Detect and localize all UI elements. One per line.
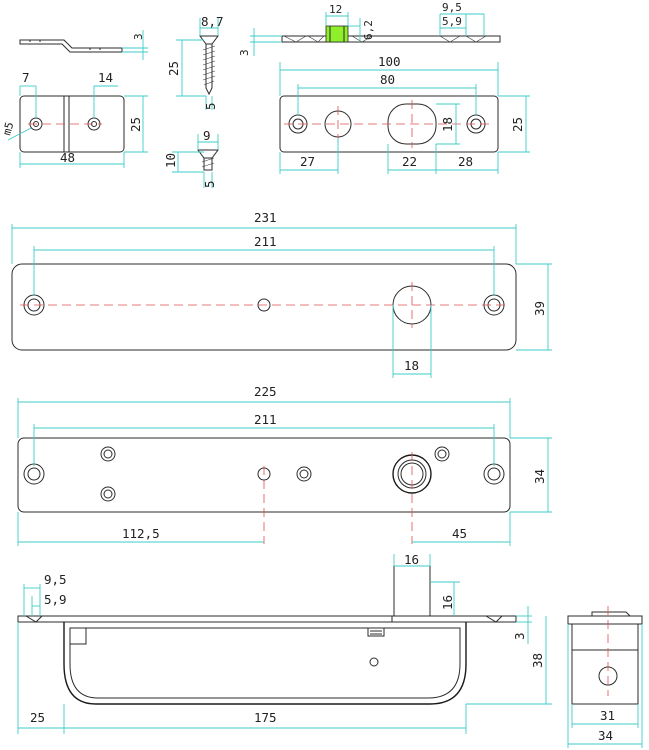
cover-cutout-label: 18 [404, 358, 419, 373]
bolt-projection-label: 16 [440, 595, 455, 610]
side-plate-thickness-label: 3 [512, 632, 527, 640]
strike-slot-width-label: 22 [402, 154, 417, 169]
body-bolt-offset-label: 45 [452, 526, 467, 541]
end-outer-width-label: 34 [598, 728, 613, 743]
body-length-label: 225 [254, 384, 277, 399]
bracket-hole-size-label: m5 [0, 121, 16, 137]
screw-head-label: 8,7 [201, 14, 224, 29]
side-depth-label: 38 [530, 653, 545, 668]
strike-front-view: 100 80 25 18 27 22 28 [279, 54, 530, 174]
strike-slot-height-label: 18 [440, 117, 455, 132]
bolt-width-label: 16 [404, 552, 419, 567]
strike-side-view: 12 6,2 3 9,5 5,9 [238, 1, 501, 56]
bracket-hole-offset-label: 7 [22, 70, 30, 85]
side-left-offset-label: 25 [30, 710, 45, 725]
long-screw: 8,7 25 5 [166, 14, 224, 110]
short-screw-length-label: 10 [163, 153, 178, 168]
screw-diameter-label: 5 [203, 102, 218, 110]
lock-body-front-view: 225 211 34 112,5 45 [17, 384, 552, 546]
bracket-hole-spacing-label: 14 [98, 70, 113, 85]
lock-side-view: 9,5 5,9 16 16 3 38 25 175 [17, 552, 552, 734]
side-body-length-label: 175 [254, 710, 277, 725]
cover-hole-spacing-label: 211 [254, 234, 277, 249]
short-screw: 9 10 5 [163, 128, 219, 188]
strike-tongue-depth-label: 6,2 [362, 20, 375, 40]
side-offset-outer-label: 9,5 [44, 572, 67, 587]
strike-offset-inner-label: 5,9 [442, 15, 462, 28]
bracket-front-view: 7 14 25 48 m5 [0, 70, 148, 168]
cover-plate-view: 231 211 39 18 [11, 210, 552, 378]
bracket-height-label: 25 [128, 117, 143, 132]
bracket-thickness-label: 3 [132, 33, 145, 40]
bracket-side-view: 3 [19, 30, 148, 60]
short-screw-diameter-label: 5 [202, 180, 217, 188]
body-center-offset-label: 112,5 [122, 526, 160, 541]
strike-length-label: 100 [378, 54, 401, 69]
screw-length-label: 25 [166, 61, 181, 76]
body-hole-spacing-label: 211 [254, 412, 277, 427]
strike-hole-spacing-label: 80 [380, 72, 395, 87]
short-screw-head-label: 9 [203, 128, 211, 143]
cover-height-label: 39 [532, 301, 547, 316]
strike-right-offset-label: 28 [458, 154, 473, 169]
strike-thickness-label: 3 [238, 49, 251, 56]
strike-height-label: 25 [510, 117, 525, 132]
strike-left-offset-label: 27 [300, 154, 315, 169]
lock-end-view: 31 34 [567, 606, 643, 748]
side-offset-inner-label: 5,9 [44, 592, 67, 607]
strike-tongue-width-label: 12 [329, 3, 342, 16]
strike-offset-outer-label: 9,5 [442, 1, 462, 14]
body-height-label: 34 [532, 469, 547, 484]
cover-length-label: 231 [254, 210, 277, 225]
bracket-width-label: 48 [60, 150, 75, 165]
end-inner-width-label: 31 [600, 708, 615, 723]
